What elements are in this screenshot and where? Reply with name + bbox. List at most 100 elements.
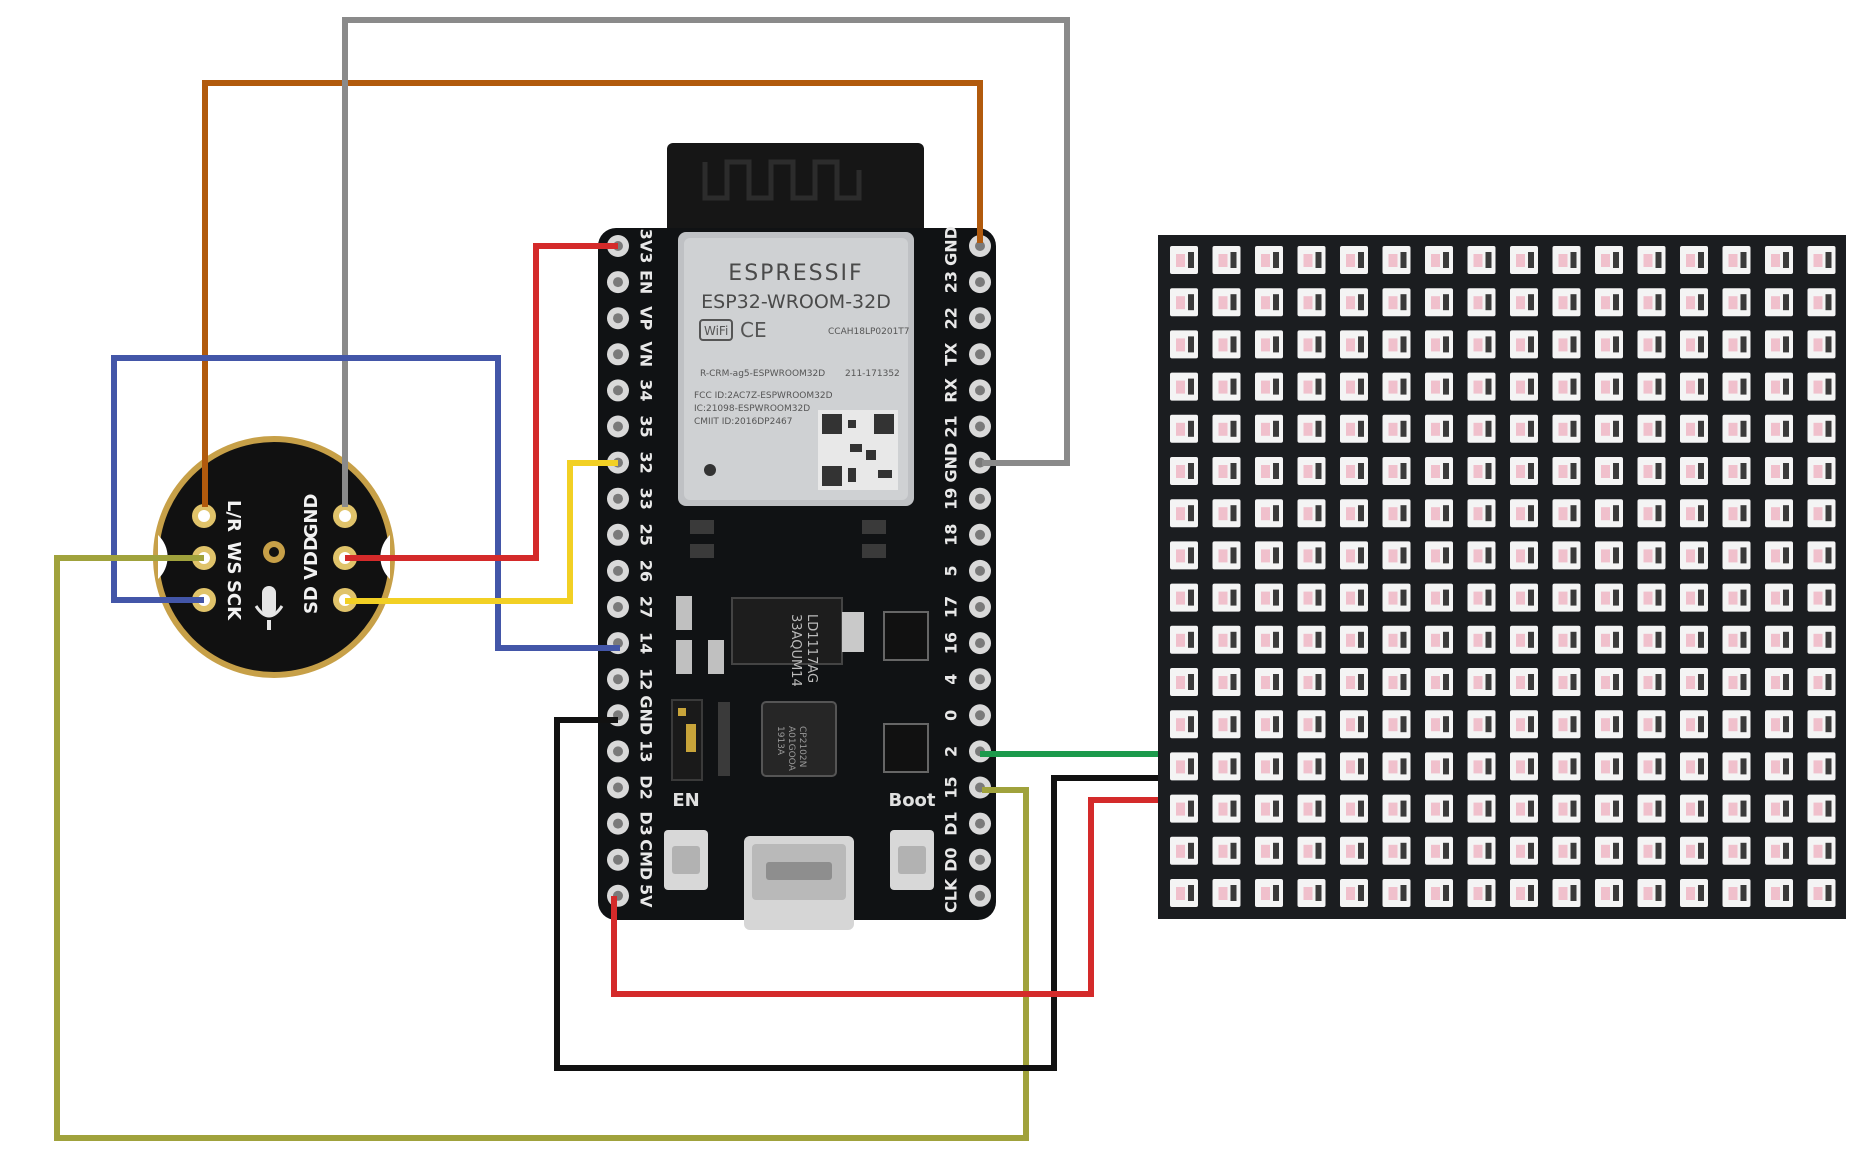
led-pixel [1340,794,1368,823]
led-pixel [1807,752,1836,781]
pin-vp: VP [607,306,656,331]
led-pixel [1552,288,1581,317]
led-pixel [1807,583,1836,612]
led-pixel [1510,246,1538,274]
pin-label-gnd: GND [637,695,656,735]
led-pixel [1212,836,1241,865]
led-pixel [1212,457,1241,485]
microphone-icon [254,586,284,630]
led-pixel [1382,457,1411,485]
led-pixel [1340,879,1368,907]
led-pixel [1765,457,1793,485]
led-pixel [1425,794,1453,823]
led-pixel [1212,625,1241,654]
led-pixel [1467,457,1496,485]
led-pixel [1340,625,1368,654]
led-pixel [1552,499,1581,528]
pin-d0: D0 [942,847,991,872]
led-pixel [1552,372,1581,401]
led-pixel [1212,710,1241,739]
led-pixel [1595,457,1623,485]
led-pixel [1340,457,1368,485]
led-pixel [1170,752,1198,781]
led-pixel [1680,372,1708,401]
led-pixel [1297,288,1326,317]
usb-chip-text-1: CP2102N [797,726,807,767]
led-pixel [1212,499,1241,528]
boot-button [890,830,934,890]
led-pixel [1170,879,1198,907]
led-pixel [1765,541,1793,570]
led-pixel [1467,752,1496,781]
pin-0: 0 [942,704,991,727]
led-pixel [1382,246,1411,274]
pin-18: 18 [942,524,991,546]
led-pixel [1425,499,1453,528]
led-pixel [1425,541,1453,570]
led-pixel [1552,330,1581,359]
pin-35: 35 [607,415,656,438]
led-pixel [1255,288,1283,317]
led-pixel [1255,836,1283,865]
led-pixel [1807,499,1836,528]
led-pixel [1297,668,1326,696]
led-pixel [1297,583,1326,612]
led-pixel [1552,625,1581,654]
led-pixel [1382,710,1411,739]
led-pixel [1425,710,1453,739]
pin-label-25: 25 [637,524,656,546]
mic-pin-lr [192,504,216,528]
led-pixel [1170,668,1198,696]
led-pixel [1595,794,1623,823]
pin-label-vn: VN [637,341,656,367]
led-pixel [1255,879,1283,907]
led-pixel [1765,752,1793,781]
pin-gnd: GND [942,226,991,266]
led-pixel [1340,752,1368,781]
pin-label-d0: D0 [942,847,961,871]
led-pixel [1510,288,1538,317]
led-pixel [1510,414,1538,443]
led-pixel [1595,836,1623,865]
led-pixel [1680,668,1708,696]
led-pixel [1765,879,1793,907]
led-pixel [1467,625,1496,654]
pin-label-en: EN [637,270,656,294]
led-pixel [1382,836,1411,865]
mic-label-sck: SCK [223,580,244,621]
led-pixel [1467,246,1496,274]
pin-label-12: 12 [637,668,656,690]
pin-label-35: 35 [637,415,656,437]
led-pixel [1170,499,1198,528]
led-pixel [1297,372,1326,401]
led-grid [1170,246,1836,907]
pin-label-gnd: GND [942,226,961,266]
led-pixel [1467,414,1496,443]
module-cert-4: FCC ID:2AC7Z-ESPWROOM32D [694,391,833,401]
pin-label-5: 5 [942,565,961,576]
led-pixel [1382,288,1411,317]
pin-label-17: 17 [942,596,961,618]
pin-label-13: 13 [637,740,656,762]
led-pixel [1467,372,1496,401]
led-pixel [1722,541,1751,570]
led-pixel [1510,583,1538,612]
pin-label-0: 0 [942,710,961,721]
led-pixel [1510,794,1538,823]
usb-chip-text-2: A01GOOA [786,726,796,772]
regulator-text-1: LD1117AG [804,614,819,683]
led-pixel [1510,625,1538,654]
led-pixel [1425,583,1453,612]
led-pixel [1637,457,1666,485]
led-pixel [1807,330,1836,359]
pin-label-d1: D1 [942,811,961,835]
led-pixel [1297,414,1326,443]
led-pixel [1467,541,1496,570]
led-pixel [1255,457,1283,485]
pin-33: 33 [607,488,656,510]
led-pixel [1510,457,1538,485]
led-pixel [1807,879,1836,907]
module-model: ESP32-WROOM-32D [701,291,891,313]
led-pixel [1170,372,1198,401]
led-pixel [1595,288,1623,317]
